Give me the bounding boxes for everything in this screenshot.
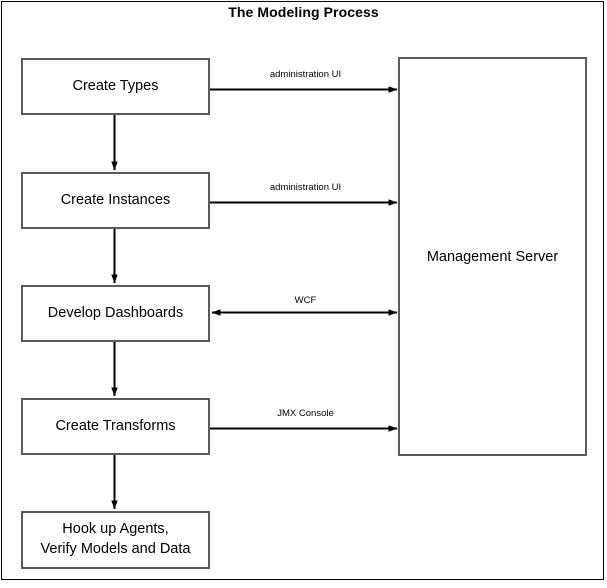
process-box-label: Create Transforms <box>55 417 176 434</box>
process-box-create-instances[interactable]: Create Instances <box>21 172 210 229</box>
process-box-create-types[interactable]: Create Types <box>21 58 210 115</box>
process-box-label: Create Types <box>72 77 159 94</box>
process-box-develop-dashboards[interactable]: Develop Dashboards <box>21 285 210 342</box>
connector-label-admin-ui-2: administration UI <box>269 182 342 193</box>
process-box-create-transforms[interactable]: Create Transforms <box>21 398 210 455</box>
connector-label-admin-ui-1: administration UI <box>269 69 342 80</box>
connector-label-wcf: WCF <box>294 295 317 306</box>
process-box-label-line2: Verify Models and Data <box>40 541 191 557</box>
process-box-hook-up-agents[interactable]: Hook up Agents, Verify Models and Data <box>21 511 210 569</box>
diagram-outer-frame <box>1 1 604 580</box>
process-box-label-multiline: Hook up Agents, Verify Models and Data <box>37 520 195 559</box>
process-box-label: Develop Dashboards <box>47 304 184 321</box>
page-title: The Modeling Process <box>228 4 379 20</box>
process-box-management-server[interactable]: Management Server <box>398 57 587 456</box>
connector-label-jmx-console: JMX Console <box>277 408 334 419</box>
process-box-label: Create Instances <box>60 191 171 208</box>
management-server-label: Management Server <box>426 248 559 265</box>
process-box-label-line1: Hook up Agents, <box>62 521 169 538</box>
